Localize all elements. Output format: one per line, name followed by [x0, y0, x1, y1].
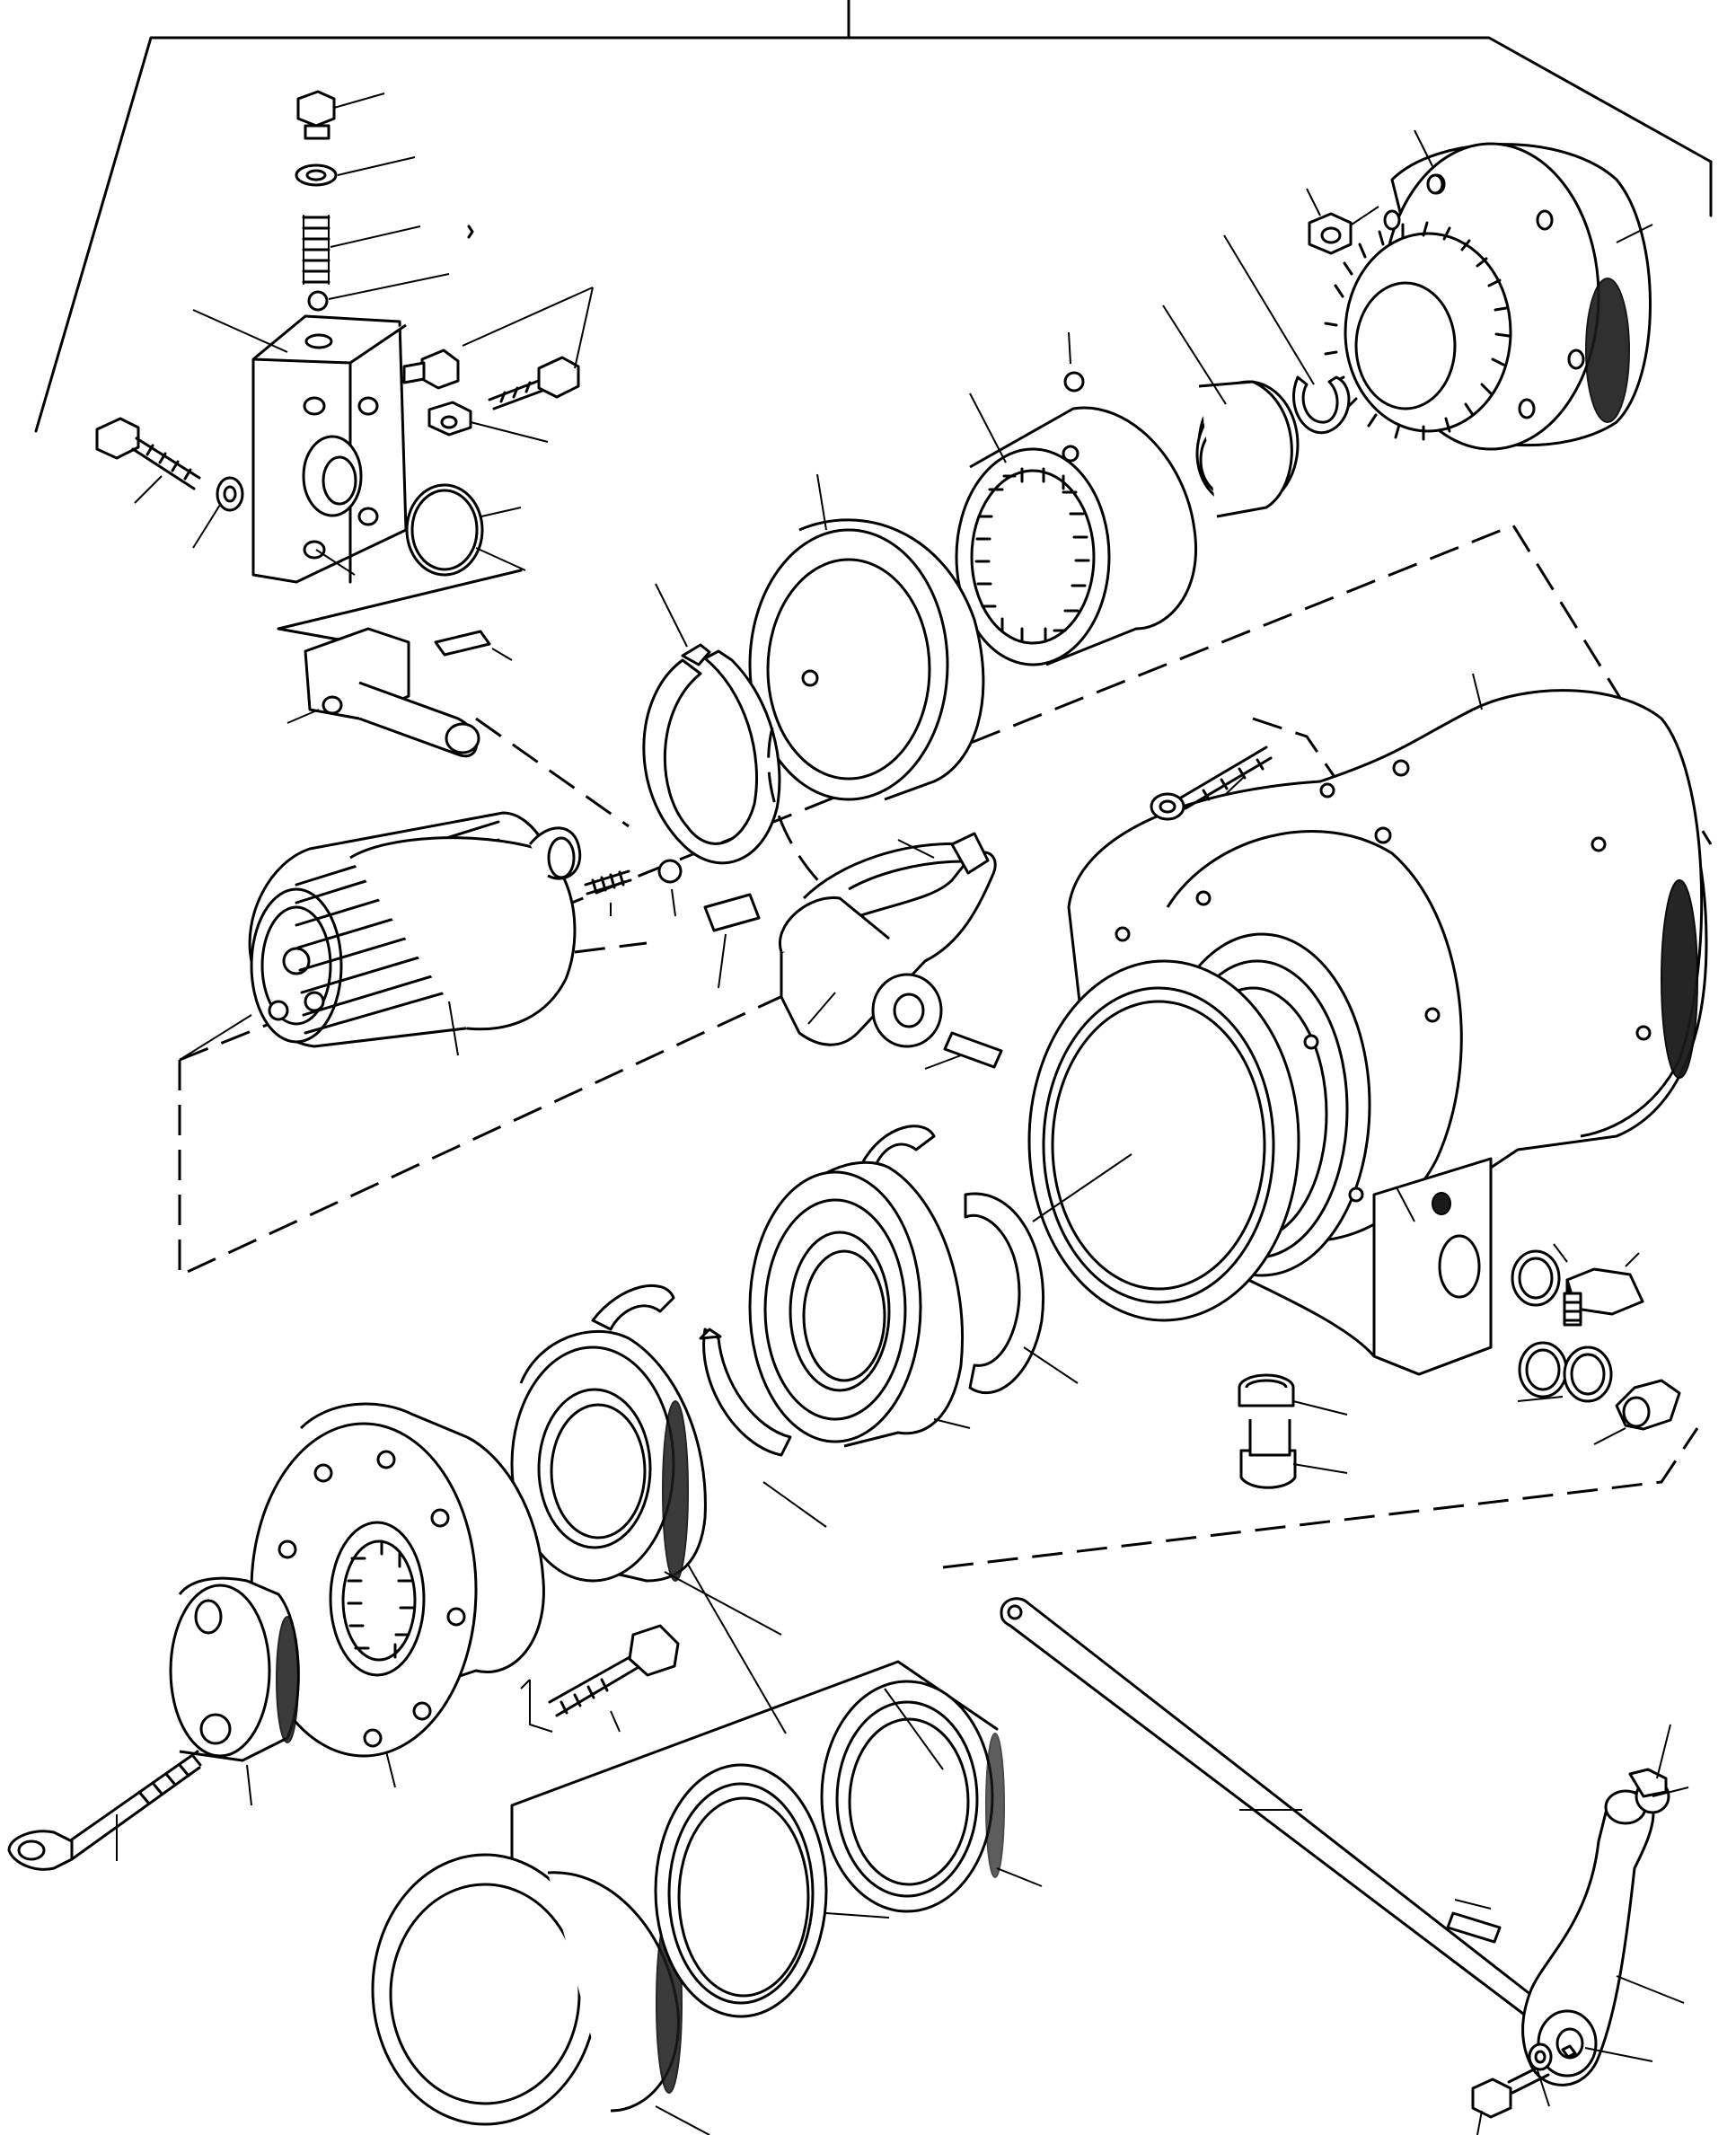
seal-kit-group	[371, 1660, 1043, 2135]
sealing-washers-right	[1517, 1341, 1681, 1445]
stray-mark	[467, 225, 474, 239]
detent-ball	[1063, 331, 1085, 393]
shift-rod-group	[1000, 1597, 1689, 2135]
housing-capscrew	[1150, 745, 1273, 821]
front-bearing-group	[510, 1125, 1079, 1734]
splined-coupler	[955, 393, 1197, 666]
end-cap	[169, 1576, 300, 1806]
o-ring	[405, 483, 526, 577]
hex-nut-hub	[1306, 188, 1379, 255]
hex-bolt-left	[95, 417, 244, 549]
stud-and-nut	[402, 348, 549, 443]
circlip-hub	[1223, 234, 1351, 435]
flange-bolt	[520, 1624, 680, 1733]
washer-top	[295, 156, 416, 187]
main-housing	[1027, 673, 1708, 1376]
hex-bolt-top	[296, 90, 385, 140]
shift-fork-group	[179, 627, 1003, 1070]
valve-block-assembly	[95, 90, 594, 584]
front-capscrew	[7, 1750, 202, 1871]
output-hub	[1324, 129, 1653, 451]
output-hub-assembly	[642, 129, 1653, 865]
front-flange	[250, 1402, 545, 1788]
shift-sleeve	[748, 473, 985, 801]
valve-block-body	[192, 309, 408, 584]
large-snap-ring	[642, 583, 781, 865]
spring-top	[302, 215, 421, 285]
breather-plug	[1238, 1373, 1348, 1489]
hex-bolt-right	[462, 287, 594, 410]
assembly-frame-lines	[34, 0, 1713, 647]
drain-plug-group	[1511, 1243, 1644, 1327]
ball-top	[307, 273, 450, 312]
ball-bearing-hub	[1162, 304, 1300, 518]
